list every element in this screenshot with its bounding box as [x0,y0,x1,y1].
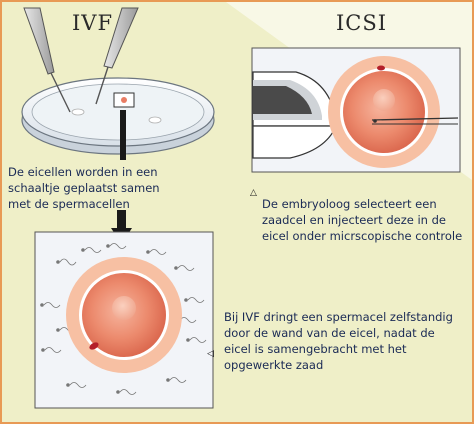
ivf-bottom-caption: Bij IVF dringt een spermacel zelfstandig… [224,310,453,372]
petri-dish [21,77,215,155]
ivf-title: IVF [72,11,114,35]
pipette-left [23,7,71,113]
magnify-egg [121,97,127,103]
injection-needle [371,117,459,125]
icsi-title: ICSI [336,11,388,35]
pipette-right [95,7,139,105]
ivf-caption-marker-icon: ◁ [207,349,214,359]
icsi-egg-cell [328,56,440,168]
ivf-dish-caption: De eicellen worden in een schaaltje gepl… [8,165,160,211]
ivf-egg-cell [66,257,182,373]
icsi-caption: De embryoloog selecteert een zaadcel en … [262,197,463,243]
magnify-pointer [120,110,126,160]
icsi-caption-marker-icon: △ [250,188,257,198]
sperm-swarm [43,243,207,395]
